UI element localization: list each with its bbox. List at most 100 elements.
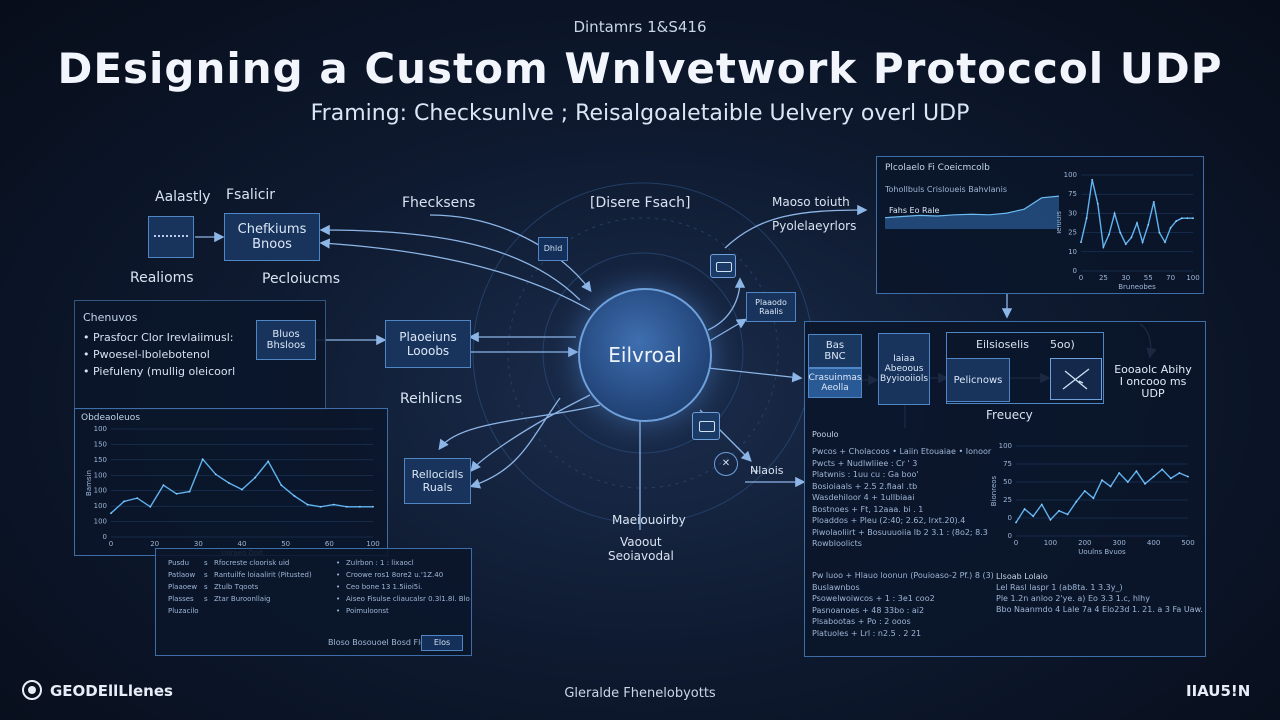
checksum-node-line2: Bnoos (252, 237, 292, 252)
data-point (1126, 481, 1129, 483)
table-cell: Patlaow (168, 571, 196, 579)
y-tick-label: 150 (94, 440, 107, 448)
list-item: Plsabootas + Po : 2 ooos (812, 617, 911, 626)
bnc-node[interactable]: Bas BNC (808, 334, 862, 368)
data-point (332, 503, 335, 506)
data-point (1075, 500, 1078, 503)
table-cell: s (204, 559, 208, 567)
y-tick-label: 25 (1068, 229, 1077, 237)
table-cell: • (336, 607, 341, 615)
side-caption: Eooaolc Abihy I oncooo ms UDP (1112, 364, 1194, 400)
pelicnows-node[interactable]: Pelicnows (946, 358, 1010, 402)
close-icon[interactable]: ✕ (714, 452, 738, 476)
x-tick-label: 60 (325, 540, 334, 548)
y-tick-label: 75 (1068, 190, 1077, 198)
data-point (214, 473, 217, 476)
routing-icon[interactable] (1050, 358, 1102, 400)
table-cell: Ztulb Tqoots (214, 583, 259, 591)
side-caption-line: I oncooo ms (1119, 375, 1187, 388)
checksum-node[interactable]: Chefkiums Bnoos (224, 213, 320, 261)
table-cell: Ceo bone 13 1.5iioi5i. (346, 583, 423, 591)
data-point (1180, 217, 1183, 220)
data-point (201, 458, 204, 461)
bnc-sub-line1: Crasuinmas (808, 373, 862, 383)
data-point (1092, 497, 1095, 500)
table-cell: Rantuilfe loiaalirit (Pitusted) (214, 571, 312, 579)
data-point (1049, 518, 1052, 521)
top-right-panel: Plcolaelo Fi Coeicmcolb Tohollbuls Crisl… (876, 156, 1204, 294)
source-node[interactable] (148, 216, 194, 258)
y-axis-label: Bamsin (85, 470, 93, 496)
list-item: Lel Rasl laspr 1 (ab8ta. 1 3.3y_) (996, 583, 1123, 592)
list-item: Pasnoanoes + 48 33bo : ai2 (812, 605, 925, 615)
arrow-2 (319, 224, 581, 301)
series-line (1015, 468, 1189, 523)
x-tick-label: 30 (194, 540, 203, 548)
y-tick-label: 100 (94, 471, 107, 479)
data-point (267, 460, 270, 463)
x-tick-label: 20 (150, 540, 159, 548)
y-tick-label: 100 (1064, 171, 1077, 179)
y-tick-label: 0 (1008, 532, 1012, 540)
data-point (1118, 472, 1121, 474)
reliable-node[interactable]: Rellocidls Ruals (404, 458, 471, 504)
arrow-13 (724, 204, 868, 249)
x-tick-label: 100 (1044, 539, 1057, 547)
data-point (1135, 470, 1138, 473)
x-tick-label: 0 (109, 540, 113, 548)
kicker-text: Dintamrs 1&S416 (573, 18, 707, 36)
y-tick-label: 100 (94, 425, 107, 433)
folder-icon[interactable] (710, 254, 736, 278)
right-panel-title: Pooulo (812, 430, 839, 439)
chip-dhld[interactable]: Dhld (538, 237, 568, 261)
data-point (1101, 479, 1103, 482)
label-fsalicir: Fsalicir (226, 187, 276, 203)
message-icon[interactable] (692, 412, 720, 440)
data-point (1015, 521, 1017, 524)
list-item: Pwcts + Nudlwliiee : Cr ' 3 (812, 458, 918, 468)
procedures-node[interactable]: Plaoeiuns Looobs (385, 320, 471, 368)
x-tick-label: 100 (1186, 274, 1199, 282)
data-point (1158, 231, 1161, 234)
y-tick-label: 0 (103, 533, 107, 541)
group-label-a: Eilsioselis (976, 338, 1029, 351)
x-tick-label: 70 (1166, 274, 1175, 282)
ibeoous-line1: Iaiaa (893, 354, 915, 364)
ibeoous-node[interactable]: Iaiaa Abeoous Byyiooiiols (878, 333, 930, 405)
table-footer-text: Bloso Bosouoel Bosd Flelalay (328, 638, 445, 647)
label-discrete-fsach: [Disere Fsach] (590, 195, 691, 211)
data-point (1152, 475, 1155, 478)
checksum-node-line1: Chefkiums (237, 222, 307, 237)
x-tick-label: 30 (1121, 274, 1130, 282)
central-hub[interactable]: Eilvroal (578, 288, 712, 422)
blocks-node[interactable]: Bluos Bhsloos (256, 320, 316, 360)
reliable-node-line2: Ruals (422, 481, 453, 494)
chip-plaaodo[interactable]: Plaaodo Raalis (746, 292, 796, 322)
data-point (123, 500, 125, 503)
table-cell: Croowe ros1 8ore2 u.'1Z.40 (346, 571, 444, 579)
x-axis-label: Uoulns Bvuos (1078, 548, 1126, 556)
data-point (1144, 482, 1146, 485)
y-tick-label: 100 (999, 442, 1012, 450)
arrow-10 (469, 397, 561, 489)
table-cell: Plasses (168, 595, 194, 603)
table-cell: Rfocreste cloorisk uid (214, 559, 290, 567)
y-tick-label: 150 (94, 456, 107, 464)
list-item: Rowbloolicts (812, 539, 862, 548)
list-item: Ple 1.2n anloo 2'ye. a) Eo 3.3 1.c, hlhy (996, 594, 1150, 603)
mini-table-title: Llsoab Lolaio (996, 572, 1048, 581)
footer-center: Gleralde Fhenelobyotts (564, 686, 716, 701)
mini-table: Lel Rasl laspr 1 (ab8ta. 1 3.3y_) Ple 1.2… (996, 582, 1203, 615)
table-cell: Poimuloonst (346, 607, 389, 615)
list-item: Platuoles + Lrl : n2.5 . 2 21 (812, 628, 922, 638)
label-vaoout: Vaoout (620, 535, 662, 549)
blocks-node-line2: Bhsloos (266, 340, 306, 351)
label-seoiavodal: Seoiavodal (608, 549, 674, 563)
bnc-sub-node[interactable]: Crasuinmas Aeolla (808, 368, 862, 398)
y-axis-label: Bionreos (990, 475, 998, 506)
data-point (1152, 200, 1155, 203)
table-action-button[interactable]: Elos (421, 635, 463, 651)
list-item: Ploaddos + Pleu (2:40; 2.62, lrxt.20).4 (812, 516, 966, 525)
